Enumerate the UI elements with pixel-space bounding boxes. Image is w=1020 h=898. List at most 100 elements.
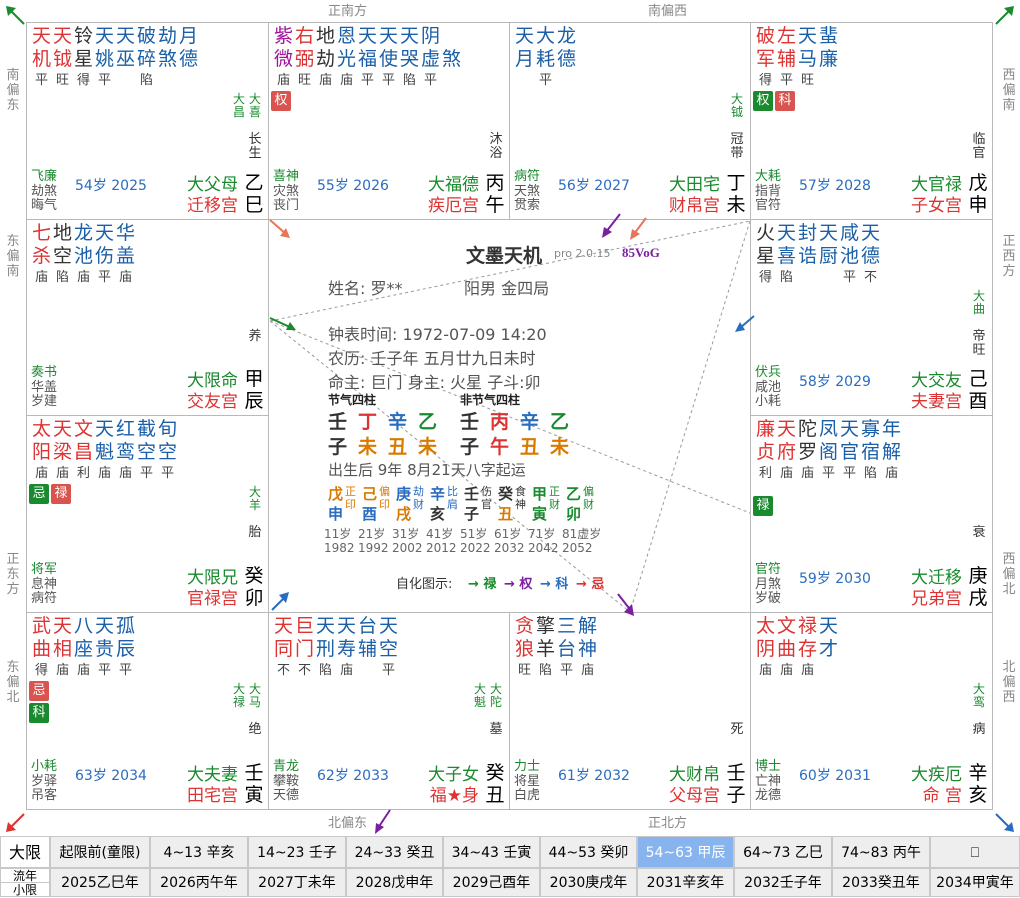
daxian-tab[interactable]: 24~33 癸丑 [346,836,443,868]
brightness-char: 陷 [55,270,69,285]
star-char: 恩 [336,25,356,47]
dayun-shishen-2: 官 [481,498,492,511]
liunian-tab[interactable]: 2028戊申年 [346,868,443,897]
liunian-tab[interactable]: 2025乙巳年 [50,868,150,897]
daxian-palace: 大迁移 [911,568,962,588]
star-char: 羊 [535,638,555,660]
pillar-char: 未 [550,436,570,458]
jieqi-label: 节气四柱 [328,393,377,407]
liunian-tab[interactable]: 2033癸丑年 [832,868,930,897]
pillar-char: 子 [328,436,348,458]
dayun-star: 大曲 [972,289,985,316]
star-char: 罗 [797,441,817,463]
dayun-year: 2052 [562,541,593,555]
changsheng-label: 沐浴 [489,132,503,161]
star-row-2: 微弼劫光福使哭虚煞 [273,48,462,70]
palace-arrow-wei [602,213,621,238]
brightness-char: 得 [758,73,772,88]
star-row-2: 曲相座贵辰 [31,638,136,660]
palace-name: 田宅宫 [187,786,238,806]
star-char: 巨 [294,615,314,637]
dayun-star: 大马 [248,682,261,709]
star-char: 陀 [797,418,817,440]
palace-chen[interactable]: 七地龙天华杀空池伤盖庙陷庙平庙养甲辰奏书华盖岁建大限命交友宫 [26,219,269,416]
dayun-year: 2032 [494,541,525,555]
daxian-tab[interactable]: 34~43 壬寅 [443,836,540,868]
sui-label: 天德 [273,788,300,803]
liunian-tab[interactable]: 2032壬子年 [734,868,832,897]
liunian-tab[interactable]: 2029己酉年 [443,868,540,897]
ganzhi: 甲辰 [244,368,264,412]
shen-labels: 官符月煞 [755,562,781,592]
brightness-char: 庙 [97,466,111,481]
star-char: 七 [31,222,51,244]
daxian-tab[interactable]: 74~83 丙午 [832,836,930,868]
star-char: 文 [73,418,93,440]
star-row-2: 同门刑寿辅空 [273,638,399,660]
palace-name: 夫妻宫 [911,392,962,412]
star-char: 左 [776,25,796,47]
direction-bottom-right: 正北方 [648,816,688,831]
more-tab[interactable]: ⎕ [930,836,1020,868]
age-year: 58岁 2029 [799,374,871,390]
dayun-gan: 己 [362,485,378,503]
shen-labels: 将军息神 [31,562,57,592]
shen-labels: 喜神灾煞 [273,169,299,199]
dayun-zhi: 酉 [362,505,378,523]
star-char: 微 [273,48,293,70]
brightness-char: 平 [360,73,374,88]
daxian-tab[interactable]: 44~53 癸卯 [540,836,637,868]
star-char: 右 [294,25,314,47]
legend-item: → 禄 [468,577,497,592]
star-char: 八 [73,615,93,637]
liunian-tab[interactable]: 2026丙午年 [150,868,248,897]
star-char: 厨 [818,245,838,267]
liunian-tab[interactable]: 2031辛亥年 [637,868,734,897]
liunian-tab[interactable]: 2027丁未年 [248,868,346,897]
star-char: 天 [31,25,51,47]
dayun-age: 41岁 [426,527,454,541]
shen-label-b: 攀鞍 [273,774,300,789]
star-char: 地 [52,222,72,244]
daxian-tab[interactable]: 14~23 壬子 [248,836,346,868]
brightness-char: 陷 [863,466,877,481]
star-row-1: 天天铃天天破劫月 [31,25,199,47]
brightness-char: 陷 [139,73,153,88]
sihua-tags: 忌科 [29,681,49,723]
liunian-tab[interactable]: 2030庚戌年 [540,868,637,897]
brightness-char: 庙 [758,663,772,678]
star-char: 天 [399,25,419,47]
star-char: 机 [31,48,51,70]
star-char: 咸 [839,222,859,244]
brightness-row: 平旺得平陷 [31,73,199,88]
brightness-char: 平 [381,663,395,678]
daxian-tab[interactable]: 64~73 乙巳 [734,836,832,868]
dayun-zhi: 丑 [498,505,514,523]
palace-mao[interactable]: 太天文天红截旬阳梁昌魁鸾空空庙庙利庙庙平平忌禄大羊胎癸卯将军息神病符大限兄官禄宫 [26,415,269,613]
daxian-tab[interactable]: 4~13 辛亥 [150,836,248,868]
star-row-1: 武天八天孤 [31,615,136,637]
ganzhi: 己酉 [968,368,988,412]
daxian-tab[interactable]: 起限前(童限) [50,836,150,868]
palace-name: 迁移宫 [187,196,238,216]
daxian-palace: 大交友 [911,371,962,391]
star-char: 火 [755,222,775,244]
star-row-1: 紫右地恩天天天阴 [273,25,441,47]
feijieqi-label: 非节气四柱 [460,393,521,407]
daxian-tab[interactable]: 54~63 甲辰 [637,836,734,868]
daxian-palace: 大限命 [187,371,238,391]
corner-arrow-bottom-left [6,813,25,832]
liunian-tab[interactable]: 2034甲寅年 [930,868,1020,897]
star-char: 门 [294,638,314,660]
brightness-char: 得 [758,270,772,285]
